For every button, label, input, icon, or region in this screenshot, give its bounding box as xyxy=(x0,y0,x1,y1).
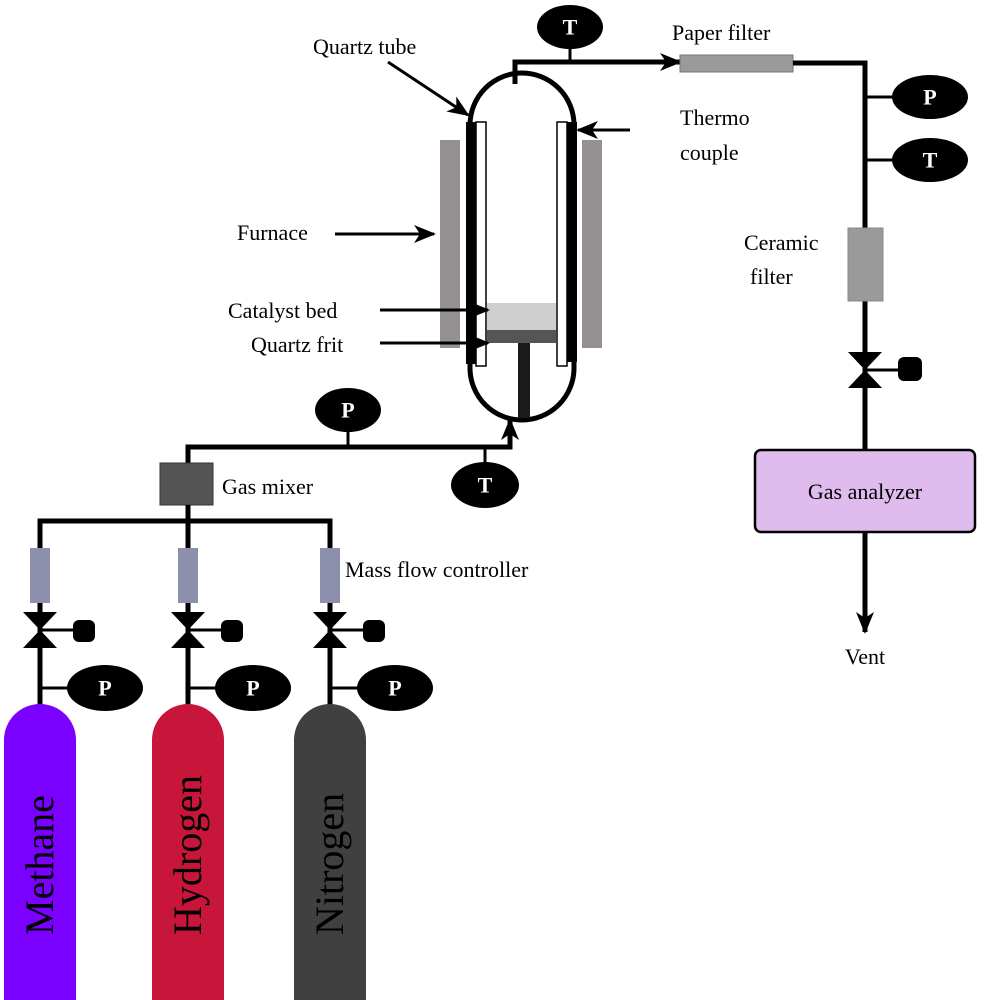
pressure-gauge-cylinder: P xyxy=(215,665,291,711)
manifold-pipe xyxy=(37,505,333,548)
furnace-left xyxy=(440,140,460,348)
gauge-label: P xyxy=(98,676,111,701)
thermocouple-right xyxy=(556,121,568,367)
frit-support-rod xyxy=(518,343,530,418)
gas-line-methane: P Methane xyxy=(4,548,143,1000)
valve-handle[interactable] xyxy=(363,620,385,642)
pressure-gauge-cylinder: P xyxy=(67,665,143,711)
temperature-gauge-exhaust: T xyxy=(892,138,968,182)
gas-mixer xyxy=(159,462,214,506)
gas-analyzer-label: Gas analyzer xyxy=(808,479,923,504)
paper-filter xyxy=(679,54,794,73)
gas-mixer-label: Gas mixer xyxy=(222,474,314,499)
furnace-right xyxy=(582,140,602,348)
gas-cylinder-methane: Methane xyxy=(4,704,76,1000)
gauge-label: P xyxy=(246,676,259,701)
thermocouple-label-line2: couple xyxy=(680,140,739,165)
gauge-label: T xyxy=(563,15,578,40)
quartz-tube xyxy=(467,70,577,423)
mass-flow-controller-label: Mass flow controller xyxy=(345,557,529,582)
mass-flow-controller xyxy=(30,548,50,603)
gauge-label: P xyxy=(341,398,354,423)
mass-flow-controller xyxy=(178,548,198,603)
gauge-label: T xyxy=(478,473,493,498)
cylinder-label: Methane xyxy=(17,795,62,935)
exhaust-pipe xyxy=(793,60,868,450)
paper-filter-label: Paper filter xyxy=(672,20,771,45)
pressure-gauge-exhaust: P xyxy=(892,75,968,119)
valve[interactable] xyxy=(171,612,243,648)
temperature-gauge-inlet: T xyxy=(451,462,519,508)
ceramic-filter-label-line2: filter xyxy=(750,264,793,289)
thermocouple-label-line1: Thermo xyxy=(680,105,750,130)
gauge-label: P xyxy=(923,85,936,110)
gas-line-hydrogen: P Hydrogen xyxy=(152,548,291,1000)
furnace-label: Furnace xyxy=(237,220,308,245)
vent-label: Vent xyxy=(845,644,885,669)
tube-wall-right xyxy=(567,122,577,362)
ceramic-filter-label-line1: Ceramic xyxy=(744,230,819,255)
catalyst-bed-label: Catalyst bed xyxy=(228,298,337,323)
pressure-gauge-cylinder: P xyxy=(357,665,433,711)
quartz-tube-arrow xyxy=(387,60,470,117)
valve[interactable] xyxy=(23,612,95,648)
ceramic-filter xyxy=(847,227,884,302)
quartz-frit xyxy=(487,330,556,343)
gas-analyzer: Gas analyzer xyxy=(753,448,977,534)
catalyst-bed xyxy=(487,303,556,330)
gas-cylinder-hydrogen: Hydrogen xyxy=(152,704,224,1000)
temperature-gauge-outlet: T xyxy=(537,5,603,49)
pressure-gauge-inlet: P xyxy=(315,388,381,432)
thermocouple-left xyxy=(475,121,487,367)
quartz-frit-label: Quartz frit xyxy=(251,332,343,357)
exhaust-valve xyxy=(848,352,922,388)
cylinder-label: Nitrogen xyxy=(307,793,352,935)
cylinder-label: Hydrogen xyxy=(165,775,210,935)
tube-wall-left xyxy=(466,122,476,364)
outlet-pipe xyxy=(512,53,682,84)
gas-line-nitrogen: P Nitrogen xyxy=(294,548,433,1000)
gauge-label: T xyxy=(923,148,938,173)
valve-handle[interactable] xyxy=(221,620,243,642)
mass-flow-controller xyxy=(320,548,340,603)
gauge-label: P xyxy=(388,676,401,701)
valve[interactable] xyxy=(313,612,385,648)
gas-cylinder-nitrogen: Nitrogen xyxy=(294,704,366,1000)
valve-handle[interactable] xyxy=(73,620,95,642)
quartz-tube-label: Quartz tube xyxy=(313,34,416,59)
